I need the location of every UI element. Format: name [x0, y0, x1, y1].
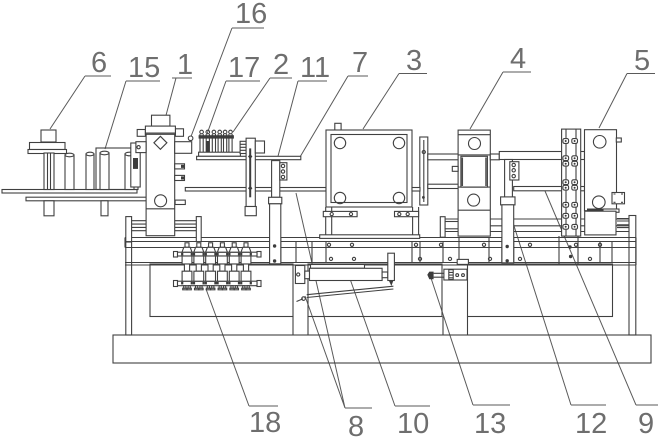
svg-text:11: 11: [300, 52, 330, 84]
svg-text:8: 8: [348, 411, 364, 441]
svg-text:17: 17: [228, 52, 260, 84]
svg-text:4: 4: [510, 43, 526, 75]
svg-text:1: 1: [177, 49, 193, 81]
svg-text:15: 15: [128, 52, 160, 84]
svg-text:10: 10: [397, 408, 429, 440]
svg-text:9: 9: [638, 408, 654, 440]
svg-text:3: 3: [406, 45, 422, 77]
svg-text:16: 16: [235, 0, 267, 30]
svg-text:5: 5: [634, 45, 650, 77]
svg-text:13: 13: [474, 408, 506, 440]
svg-text:7: 7: [352, 47, 368, 79]
svg-text:18: 18: [249, 407, 281, 439]
svg-text:2: 2: [273, 49, 289, 81]
svg-text:12: 12: [575, 408, 607, 440]
svg-text:6: 6: [91, 47, 107, 79]
